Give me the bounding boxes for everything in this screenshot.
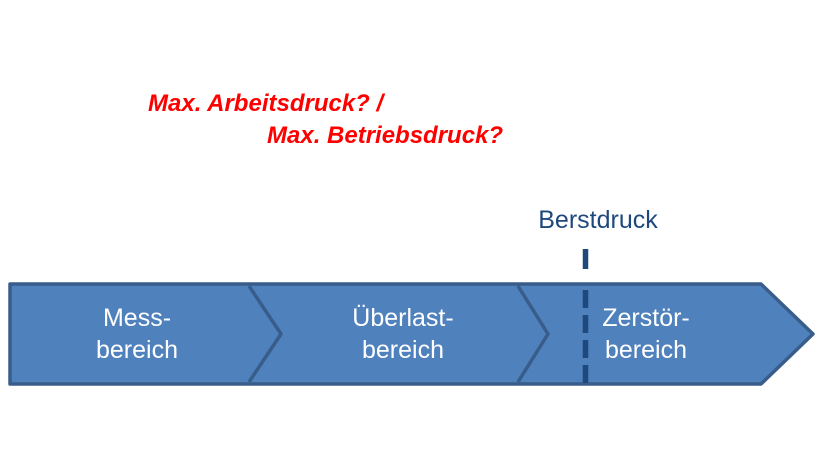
annotation-line-1: Max. Arbeitsdruck? / (148, 90, 384, 117)
segment-label-ueberlastbereich: Überlast- bereich (352, 302, 453, 366)
chevron-separator-1 (247, 285, 283, 383)
segment-label-line1: Überlast- (352, 304, 454, 332)
chevron-separator-2 (516, 285, 550, 383)
segment-label-zerstoerbereich: Zerstör- bereich (602, 302, 690, 366)
segment-label-line1: Mess- (102, 304, 172, 332)
annotation-line-2: Max. Betriebsdruck? (267, 122, 504, 149)
segment-label-line2: bereich (96, 336, 178, 364)
segment-label-line2: bereich (361, 336, 444, 364)
segment-label-line2: bereich (605, 336, 687, 364)
pressure-question-annotation: Max. Arbeitsdruck? / Max. Betriebsdruck? (148, 88, 503, 152)
segment-label-line1: Zerstör- (602, 304, 690, 332)
process-arrow-shape (8, 282, 815, 386)
berstdruck-label: Berstdruck (538, 206, 658, 234)
segment-label-messbereich: Mess- bereich (96, 302, 178, 366)
